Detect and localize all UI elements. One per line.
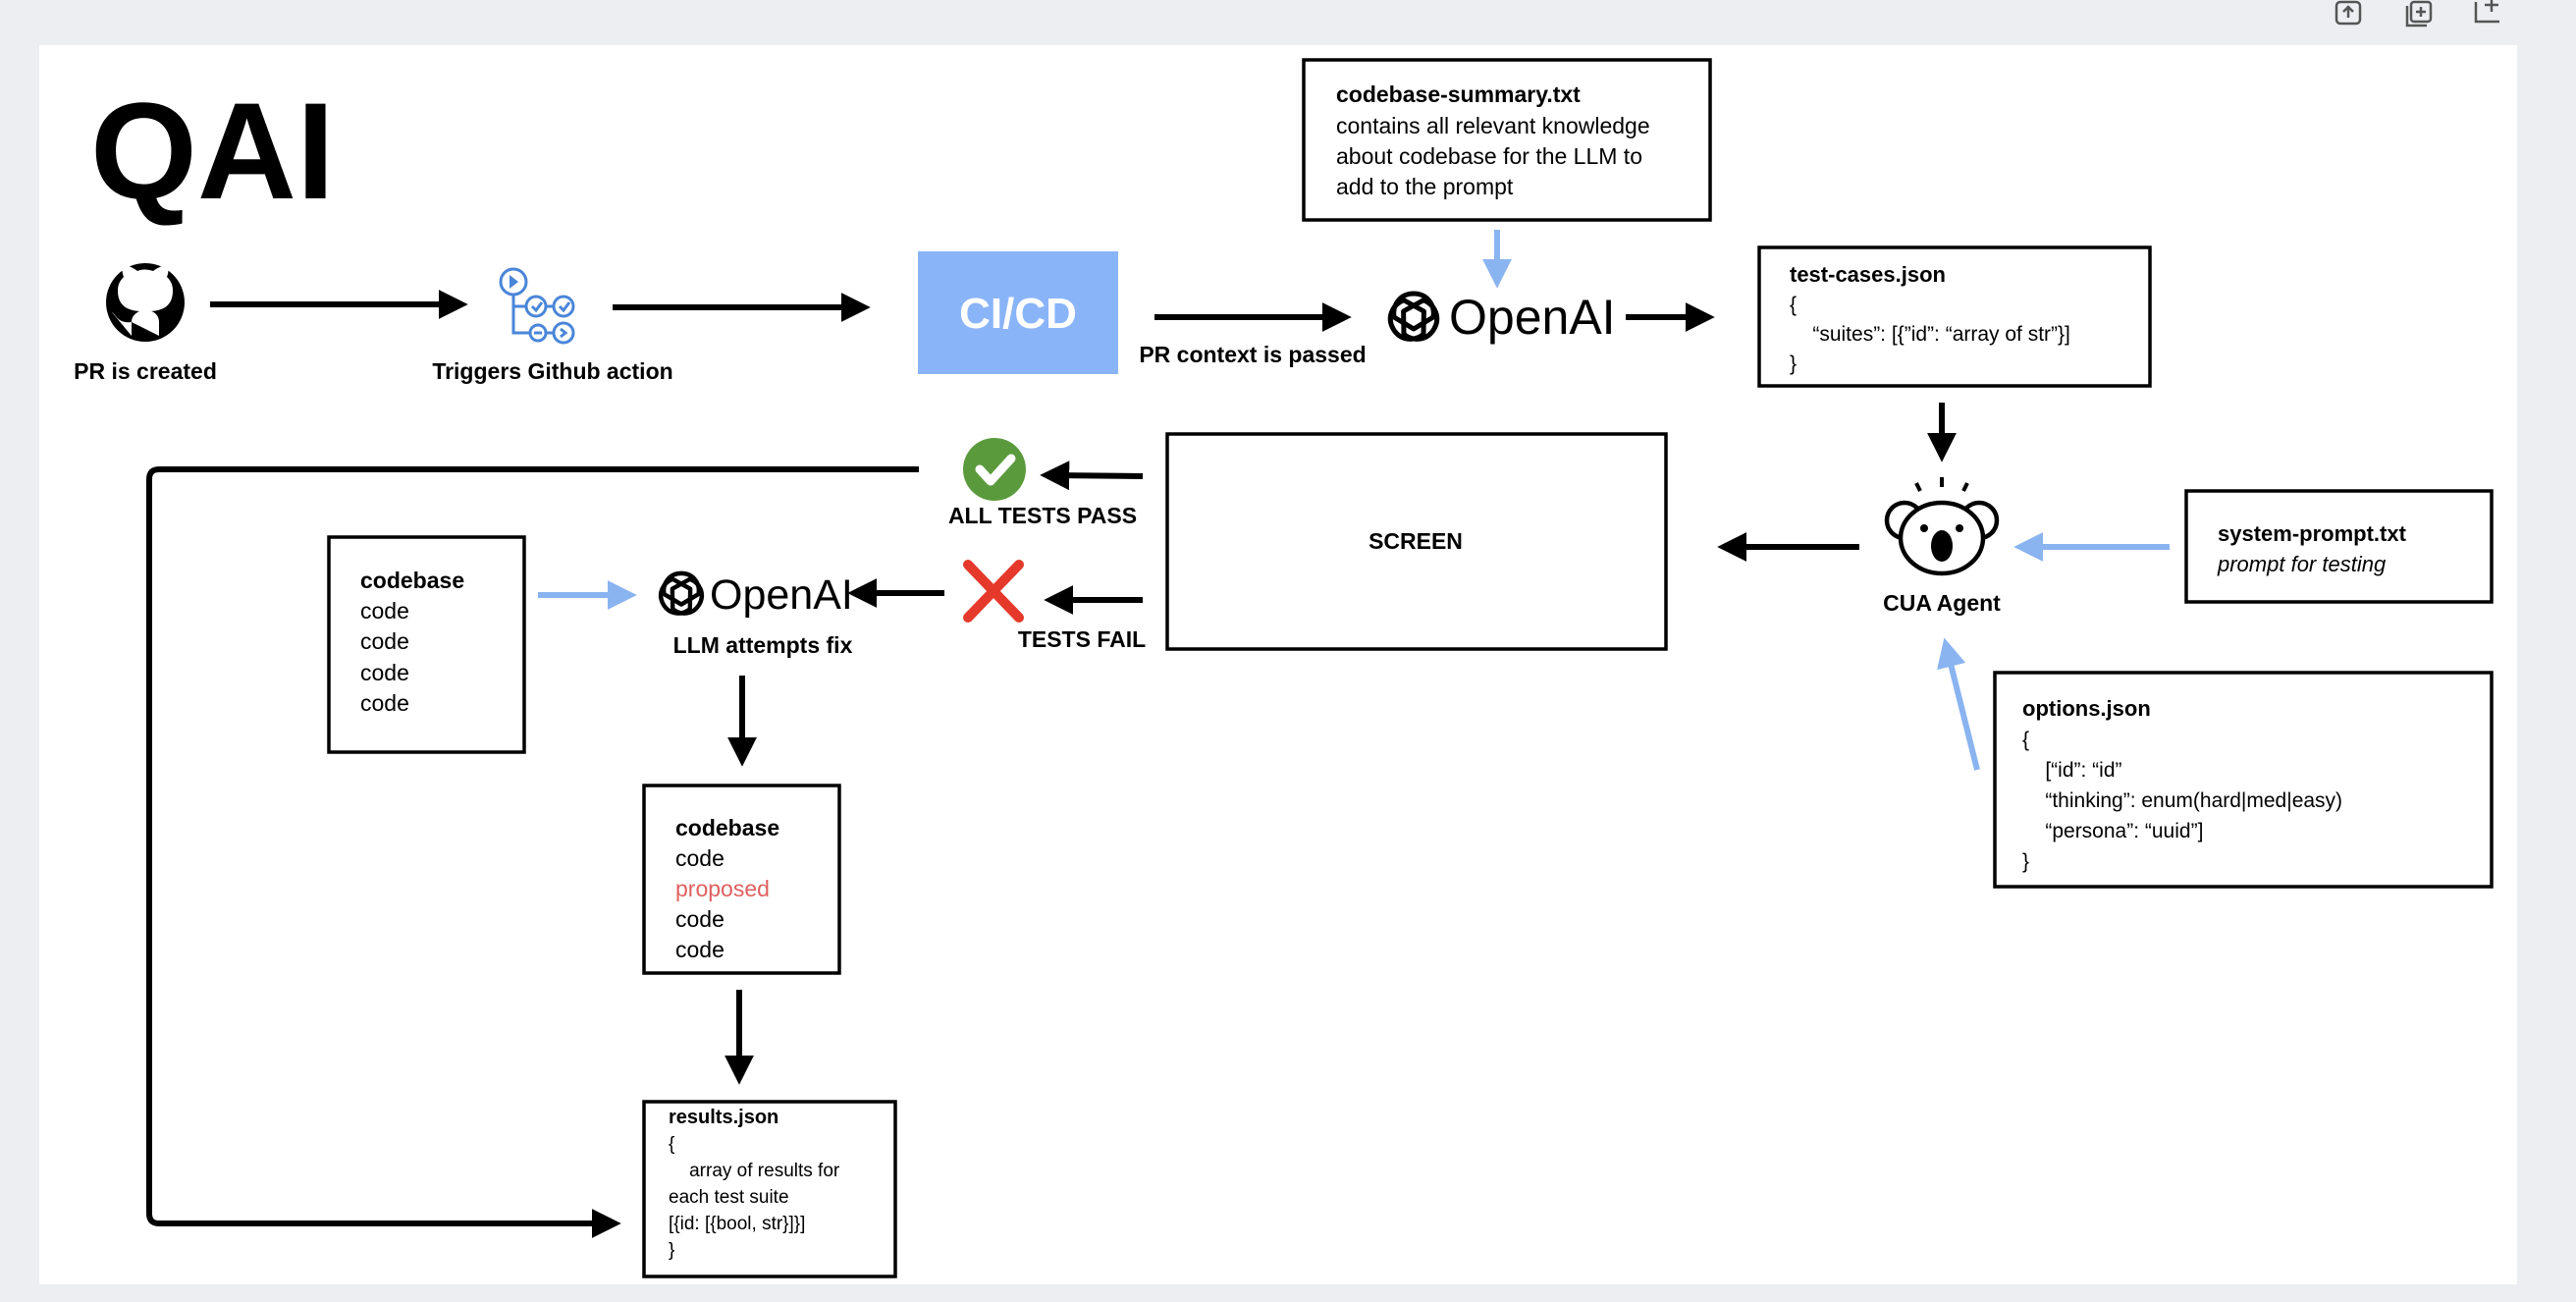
arrow-options-to-cua bbox=[1937, 637, 1980, 771]
codebase-summary-line: add to the prompt bbox=[1336, 174, 1514, 199]
triggers-action-label: Triggers Github action bbox=[432, 358, 672, 384]
openai-wordmark-bottom: OpenAI bbox=[710, 571, 853, 619]
koala-agent-icon bbox=[1884, 477, 2000, 576]
screen-label: SCREEN bbox=[1368, 528, 1463, 554]
toolbar-upload-icon[interactable] bbox=[2334, 0, 2362, 26]
codebase-proposed-line: code bbox=[675, 845, 724, 871]
codebase-proposed-line: code bbox=[675, 937, 724, 962]
options-box: options.json { [“id”: “id” “thinking”: e… bbox=[1993, 671, 2494, 889]
arrow-screen-to-pass bbox=[1040, 461, 1144, 491]
results-box: results.json { array of results for each… bbox=[642, 1100, 897, 1278]
codebase-proposed-box: codebase code proposed code code bbox=[642, 784, 841, 975]
x-icon bbox=[963, 560, 1024, 623]
system-prompt-subtitle: prompt for testing bbox=[2217, 552, 2387, 576]
pr-context-label: PR context is passed bbox=[1139, 342, 1366, 367]
results-line: } bbox=[669, 1240, 674, 1261]
toolbar-add-page-icon[interactable] bbox=[2474, 0, 2499, 24]
pr-created-label: PR is created bbox=[74, 358, 217, 384]
results-line: { bbox=[669, 1134, 675, 1155]
toolbar-duplicate-icon[interactable] bbox=[2405, 0, 2433, 27]
github-actions-icon bbox=[499, 267, 575, 345]
diagram-title: QAI bbox=[90, 74, 335, 228]
github-icon bbox=[106, 263, 185, 342]
codebase-line: code bbox=[360, 660, 409, 685]
cicd-block bbox=[918, 251, 1118, 374]
arrow-pass-to-results bbox=[146, 466, 919, 1238]
codebase-proposed-highlight: proposed bbox=[675, 876, 770, 901]
check-circle-icon bbox=[963, 438, 1026, 501]
options-line: { bbox=[2022, 729, 2029, 751]
tests-fail-label: TESTS FAIL bbox=[1018, 626, 1146, 652]
cua-agent-label: CUA Agent bbox=[1883, 590, 2001, 616]
test-cases-title: test-cases.json bbox=[1790, 262, 1946, 287]
codebase-box: codebase code code code code bbox=[327, 535, 526, 754]
options-line: [“id”: “id” bbox=[2022, 759, 2122, 782]
test-cases-line: { bbox=[1790, 294, 1797, 316]
codebase-summary-box: codebase-summary.txt contains all releva… bbox=[1302, 58, 1712, 222]
all-tests-pass-label: ALL TESTS PASS bbox=[948, 503, 1137, 528]
options-title: options.json bbox=[2022, 696, 2151, 721]
llm-attempts-fix-label: LLM attempts fix bbox=[673, 632, 853, 658]
codebase-line: code bbox=[360, 628, 409, 654]
codebase-line: code bbox=[360, 690, 409, 716]
test-cases-line: } bbox=[1790, 353, 1797, 375]
test-cases-line: “suites”: [{”id”: “array of str”}] bbox=[1790, 323, 2070, 346]
results-line: array of results for bbox=[669, 1161, 840, 1181]
codebase-proposed-line: code bbox=[675, 906, 724, 932]
codebase-proposed-title: codebase bbox=[675, 815, 779, 841]
codebase-summary-line: contains all relevant knowledge bbox=[1336, 113, 1650, 138]
options-line: “thinking”: enum(hard|med|easy) bbox=[2022, 789, 2342, 812]
codebase-summary-title: codebase-summary.txt bbox=[1336, 81, 1581, 107]
screen-box: SCREEN bbox=[1165, 432, 1668, 651]
results-line: each test suite bbox=[669, 1187, 789, 1208]
system-prompt-box: system-prompt.txt prompt for testing bbox=[2184, 489, 2494, 604]
test-cases-box: test-cases.json { “suites”: [{”id”: “arr… bbox=[1757, 245, 2152, 388]
codebase-line: code bbox=[360, 598, 409, 624]
openai-wordmark-top: OpenAI bbox=[1449, 290, 1616, 345]
options-line: “persona”: “uuid”] bbox=[2022, 820, 2203, 842]
codebase-summary-line: about codebase for the LLM to bbox=[1336, 143, 1642, 169]
cicd-label: CI/CD bbox=[959, 290, 1077, 338]
system-prompt-title: system-prompt.txt bbox=[2218, 521, 2407, 546]
results-line: [{id: [{bool, str}]}] bbox=[669, 1214, 805, 1234]
codebase-title: codebase bbox=[360, 568, 464, 593]
results-title: results.json bbox=[669, 1107, 778, 1128]
options-line: } bbox=[2022, 850, 2029, 873]
